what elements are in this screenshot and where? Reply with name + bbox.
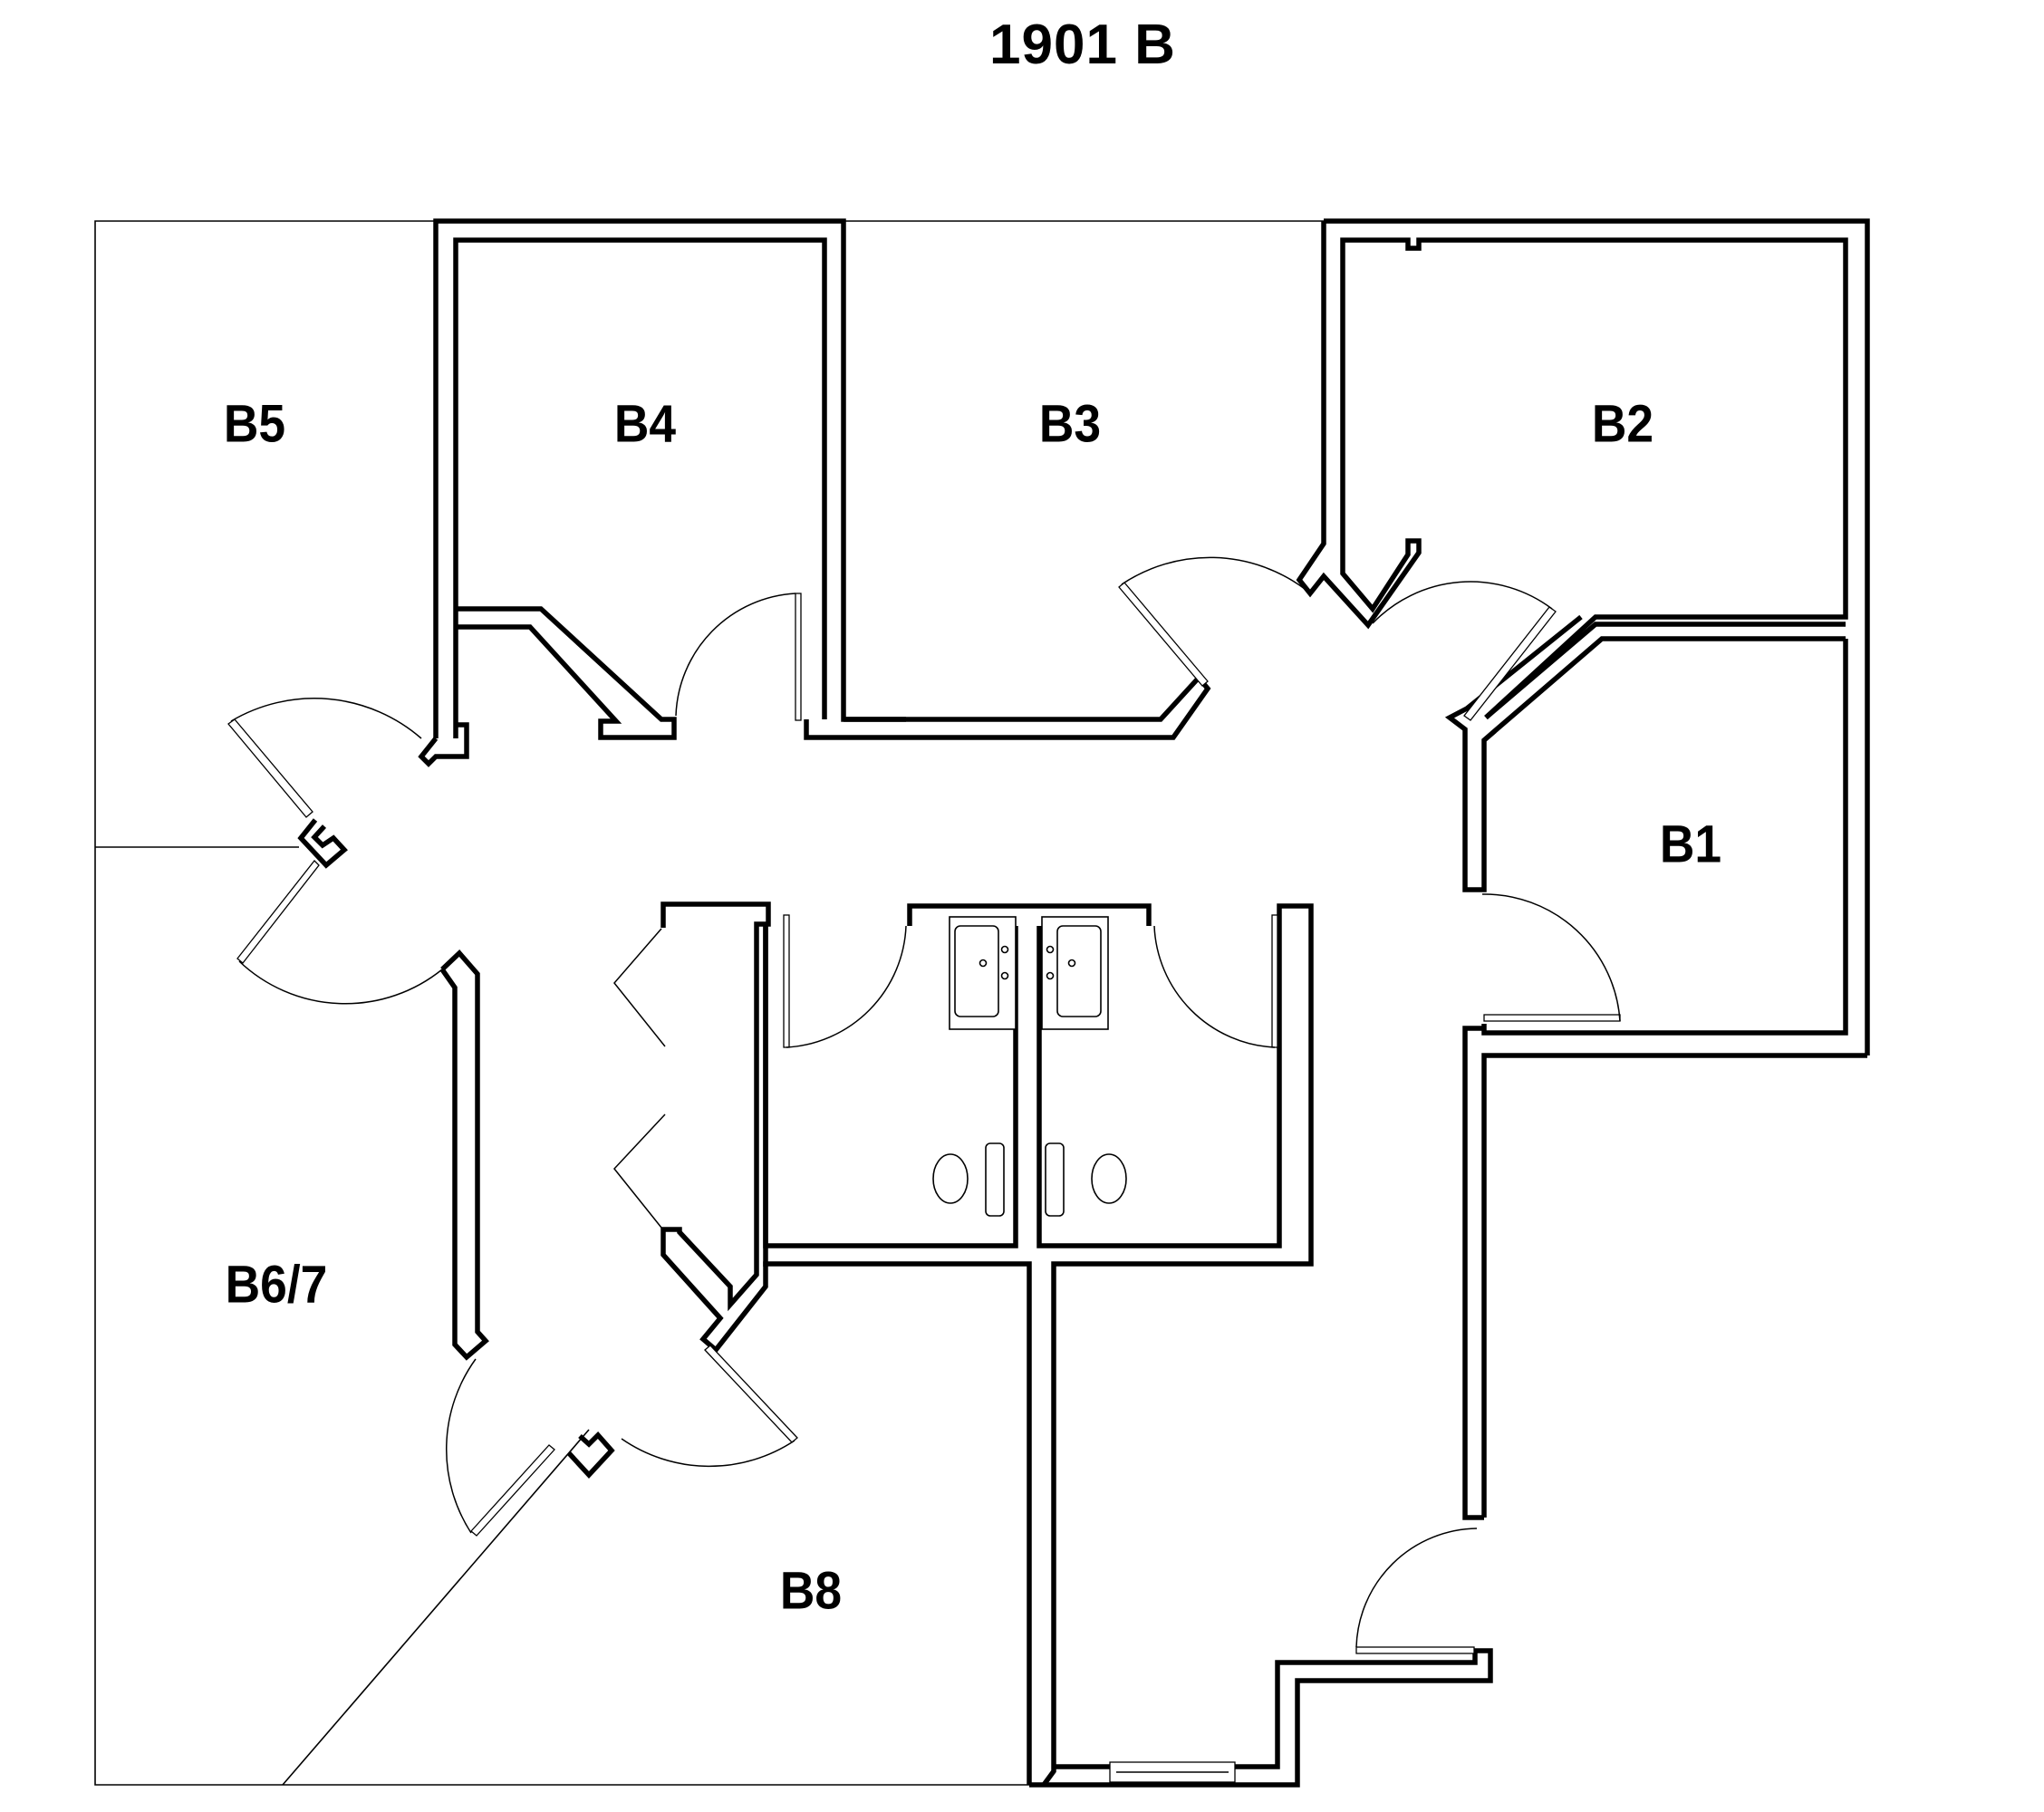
bath-left-door-swing [786,925,907,1048]
bath-left-door-leaf [783,914,790,1048]
b4-door-swing [675,593,796,717]
entry-outer-wall [1029,1648,1493,1788]
room-label-b8: B8 [779,1561,843,1621]
faucet-right-a [1046,945,1055,954]
b67-b8-divider [282,1429,590,1786]
bathroom-walls [660,901,1314,1787]
b1-outer-bottom [1481,1053,1867,1518]
b2-outer-wall [1324,218,1870,1055]
toilet-right-bowl [1091,1153,1127,1204]
room-label-b67: B6/7 [225,1255,328,1315]
b8-door-swing [621,1438,795,1468]
entry-door-swing [1355,1528,1478,1648]
boundary-left-top [94,220,1044,1786]
b67-east-wall [439,949,489,1361]
b67-upper-door-leaf [236,860,320,964]
doors [227,556,1621,1654]
b8-corner-post [566,1431,615,1479]
b4-door-leaf [795,593,802,721]
room-b2-walls [1296,218,1870,1055]
b1-door-leaf [1483,1014,1621,1022]
room-label-b3: B3 [1038,394,1102,454]
sink-right-basin [1056,925,1102,1017]
faucet-right-c [1067,959,1076,968]
b5-door-leaf [227,718,313,818]
bath-right-door-swing [1153,925,1276,1048]
faucet-left-c [979,959,988,968]
bath-east-wall [1041,903,1314,1787]
fixtures [932,916,1127,1217]
toilet-right-tank [1045,1142,1065,1217]
plan-title: 1901 B [989,14,1176,76]
closet-bifold-lower [613,1113,666,1229]
b5-door-swing [230,698,422,739]
b8-top-wall [763,1261,1032,1785]
bath-right-inner [1036,926,1282,1248]
b2-door-leaf [1463,606,1557,721]
b2-left-wall [1296,221,1422,630]
b3-door-swing [1121,556,1306,590]
room-b3-walls [804,673,1211,740]
b4-closet-wall [456,606,677,740]
room-label-b1: B1 [1659,814,1722,874]
b1-inner-wall [1444,614,1846,892]
b67-walls [297,818,615,1479]
b1-top-wall [1484,622,1846,720]
b67-lower-door-leaf [470,1444,555,1537]
faucet-left-a [1000,945,1009,954]
b4-outer-wall [433,218,906,738]
faucet-left-b [1000,971,1009,980]
room-label-b5: B5 [223,394,286,454]
b3-door-leaf [1118,582,1209,687]
b67-upper-door-swing [238,960,443,1005]
faucet-right-b [1046,971,1055,980]
closet-bifold-upper [613,928,666,1047]
b2-door-swing [1372,581,1553,624]
boundary-lines [94,220,1324,1786]
bath-left-inner [763,924,1018,1248]
room-b4-walls [418,218,906,767]
b2-inner-wall [1340,237,1848,720]
b4-inner-wall [453,237,827,738]
room-label-b4: B4 [613,394,677,454]
b67-lower-door-swing [445,1358,477,1534]
entry-door-leaf [1355,1646,1475,1654]
b3-lower-wall [804,673,1211,740]
b4-left-jamb [418,722,469,767]
bath-top-wall [907,903,1152,926]
b5-corner-post [297,818,348,869]
sink-left-basin [954,925,999,1017]
corridor-east-wall [1462,1026,1484,1520]
b8-door-leaf [704,1345,798,1443]
toilet-left-bowl [932,1153,969,1204]
bath-west-wall [660,901,771,1354]
room-b1-walls [1444,614,1867,1520]
room-label-b2: B2 [1591,394,1654,454]
bath-right-door-leaf [1271,914,1278,1048]
entry-walls [1029,1648,1493,1788]
toilet-left-tank [985,1142,1005,1217]
b1-door-swing [1481,893,1621,1022]
